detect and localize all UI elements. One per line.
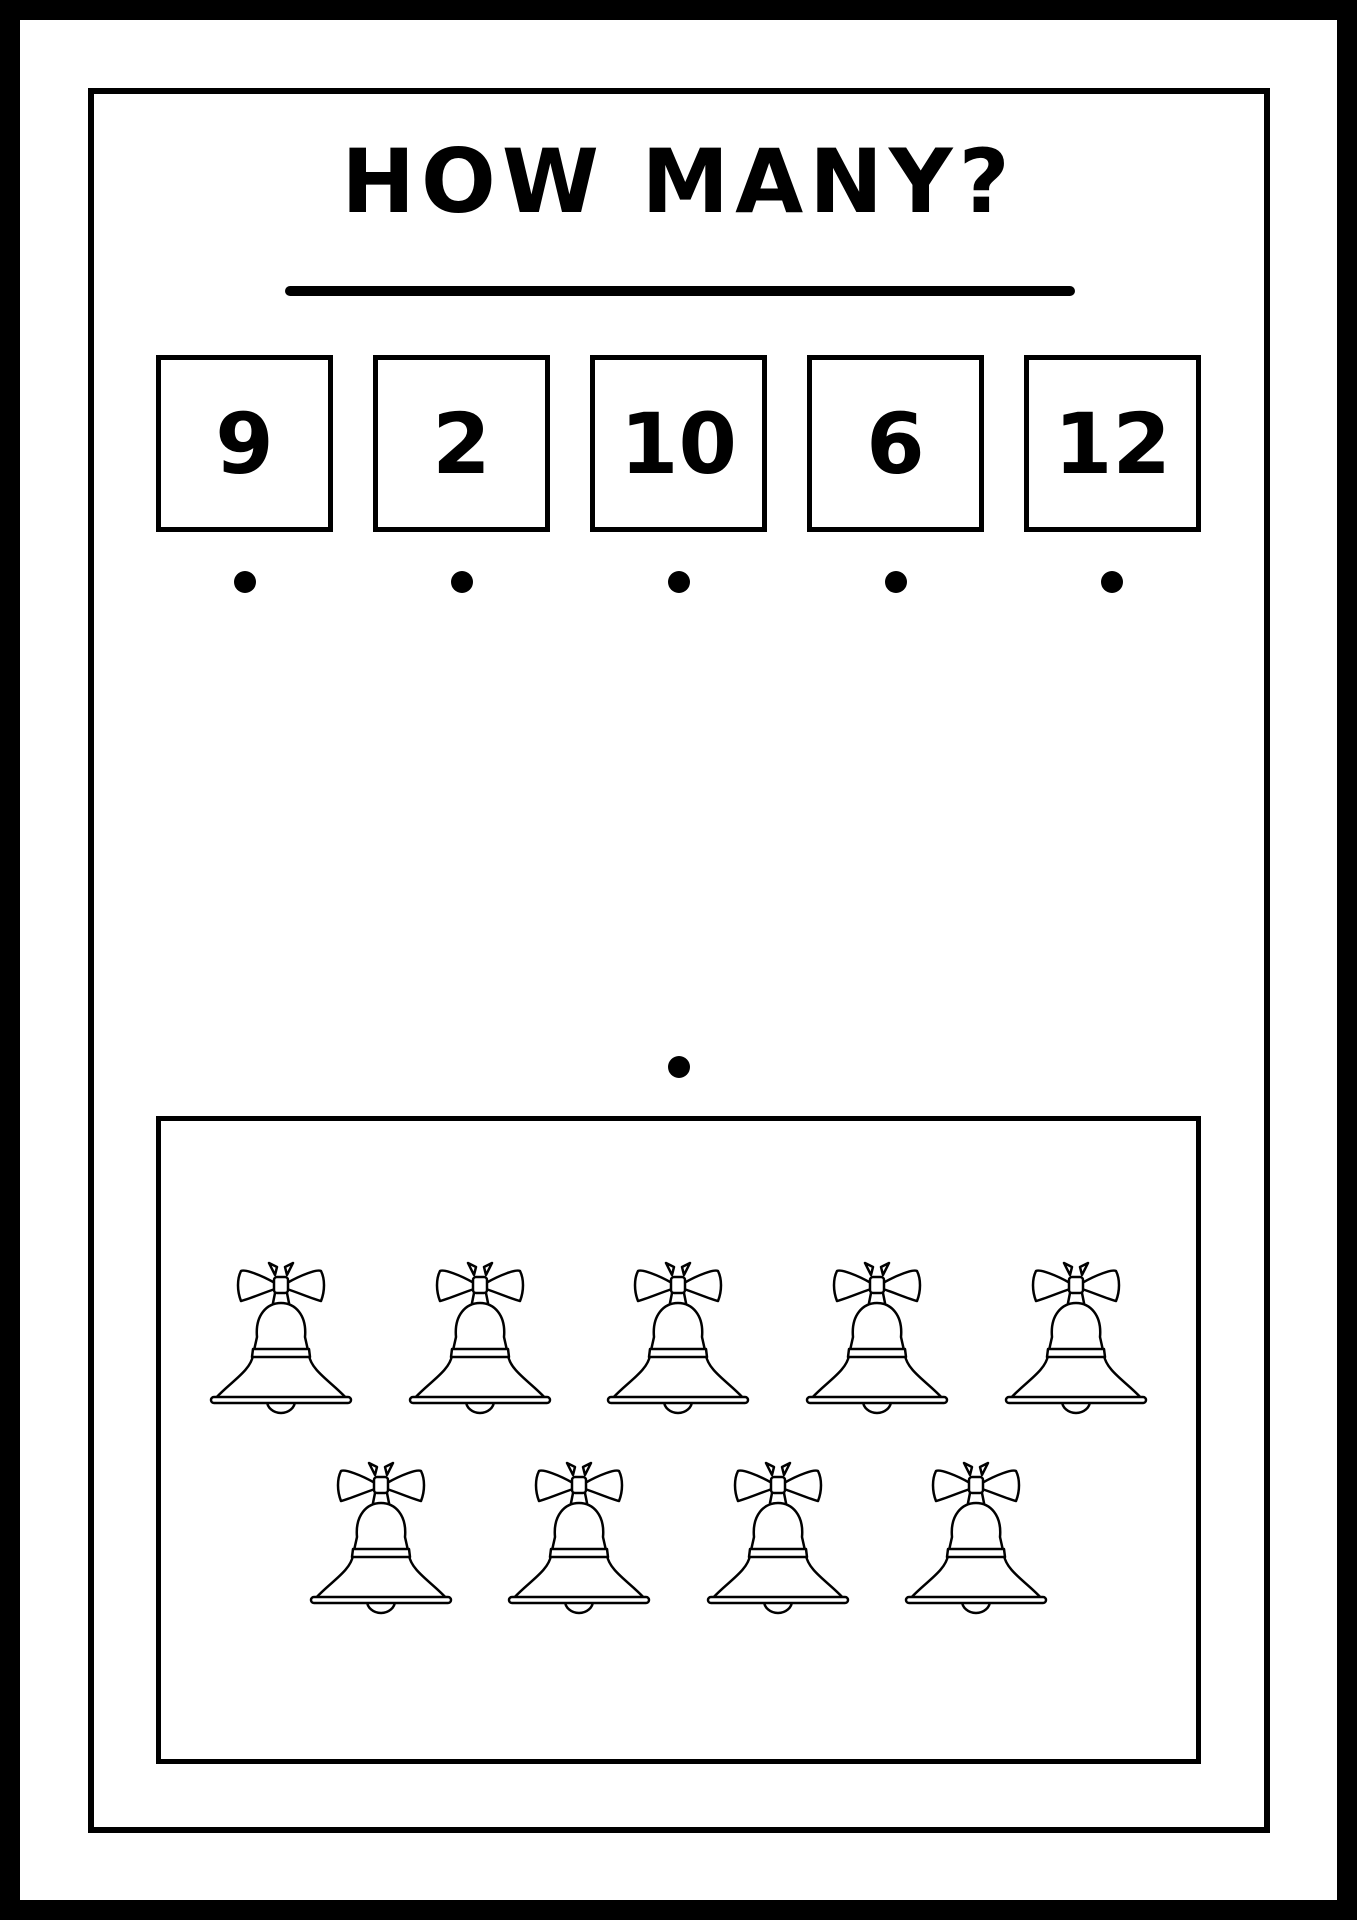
answer-option-4[interactable]: 6 — [807, 355, 984, 532]
bell-icon — [904, 1461, 1048, 1615]
title-underline — [285, 286, 1075, 296]
answer-dot-3[interactable] — [668, 571, 690, 593]
picture-connector-dot[interactable] — [668, 1056, 690, 1078]
bell-icon — [706, 1461, 850, 1615]
answer-option-5[interactable]: 12 — [1024, 355, 1201, 532]
bell-icon — [408, 1261, 552, 1415]
answer-option-3[interactable]: 10 — [590, 355, 767, 532]
picture-box — [156, 1116, 1201, 1764]
bell-icon — [1004, 1261, 1148, 1415]
answer-option-2[interactable]: 2 — [373, 355, 550, 532]
answer-choices: 9 2 10 6 12 — [0, 0, 1357, 600]
answer-dot-2[interactable] — [451, 571, 473, 593]
bell-icon — [209, 1261, 353, 1415]
answer-dot-4[interactable] — [885, 571, 907, 593]
answer-dot-1[interactable] — [234, 571, 256, 593]
worksheet-frame — [88, 88, 1270, 1833]
bell-icon — [507, 1461, 651, 1615]
bell-icon — [606, 1261, 750, 1415]
worksheet-title: HOW MANY? — [341, 130, 1016, 233]
bell-icon — [805, 1261, 949, 1415]
answer-option-1[interactable]: 9 — [156, 355, 333, 532]
bell-icon — [309, 1461, 453, 1615]
answer-dot-5[interactable] — [1101, 571, 1123, 593]
